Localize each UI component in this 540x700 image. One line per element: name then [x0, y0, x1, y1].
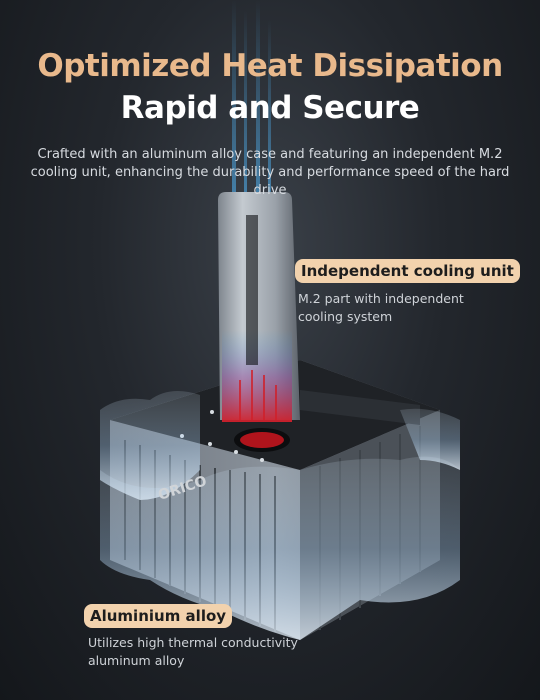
- ice-effect: [100, 391, 460, 640]
- m2-enclosure: [218, 192, 300, 422]
- feature-tag-aluminium: Aluminium alloy: [84, 604, 233, 628]
- headline: Optimized Heat Dissipation: [37, 48, 503, 84]
- description: Crafted with an aluminum alloy case and …: [30, 147, 510, 198]
- feature-tag-cooling: Independent cooling unit: [295, 259, 520, 283]
- subheadline: Rapid and Secure: [120, 90, 420, 126]
- cooling-stream: [232, 0, 271, 200]
- feature-text-aluminium: Utilizes high thermal conductivity alumi…: [88, 635, 298, 668]
- feature-text-cooling: M.2 part with independent cooling system: [298, 291, 464, 324]
